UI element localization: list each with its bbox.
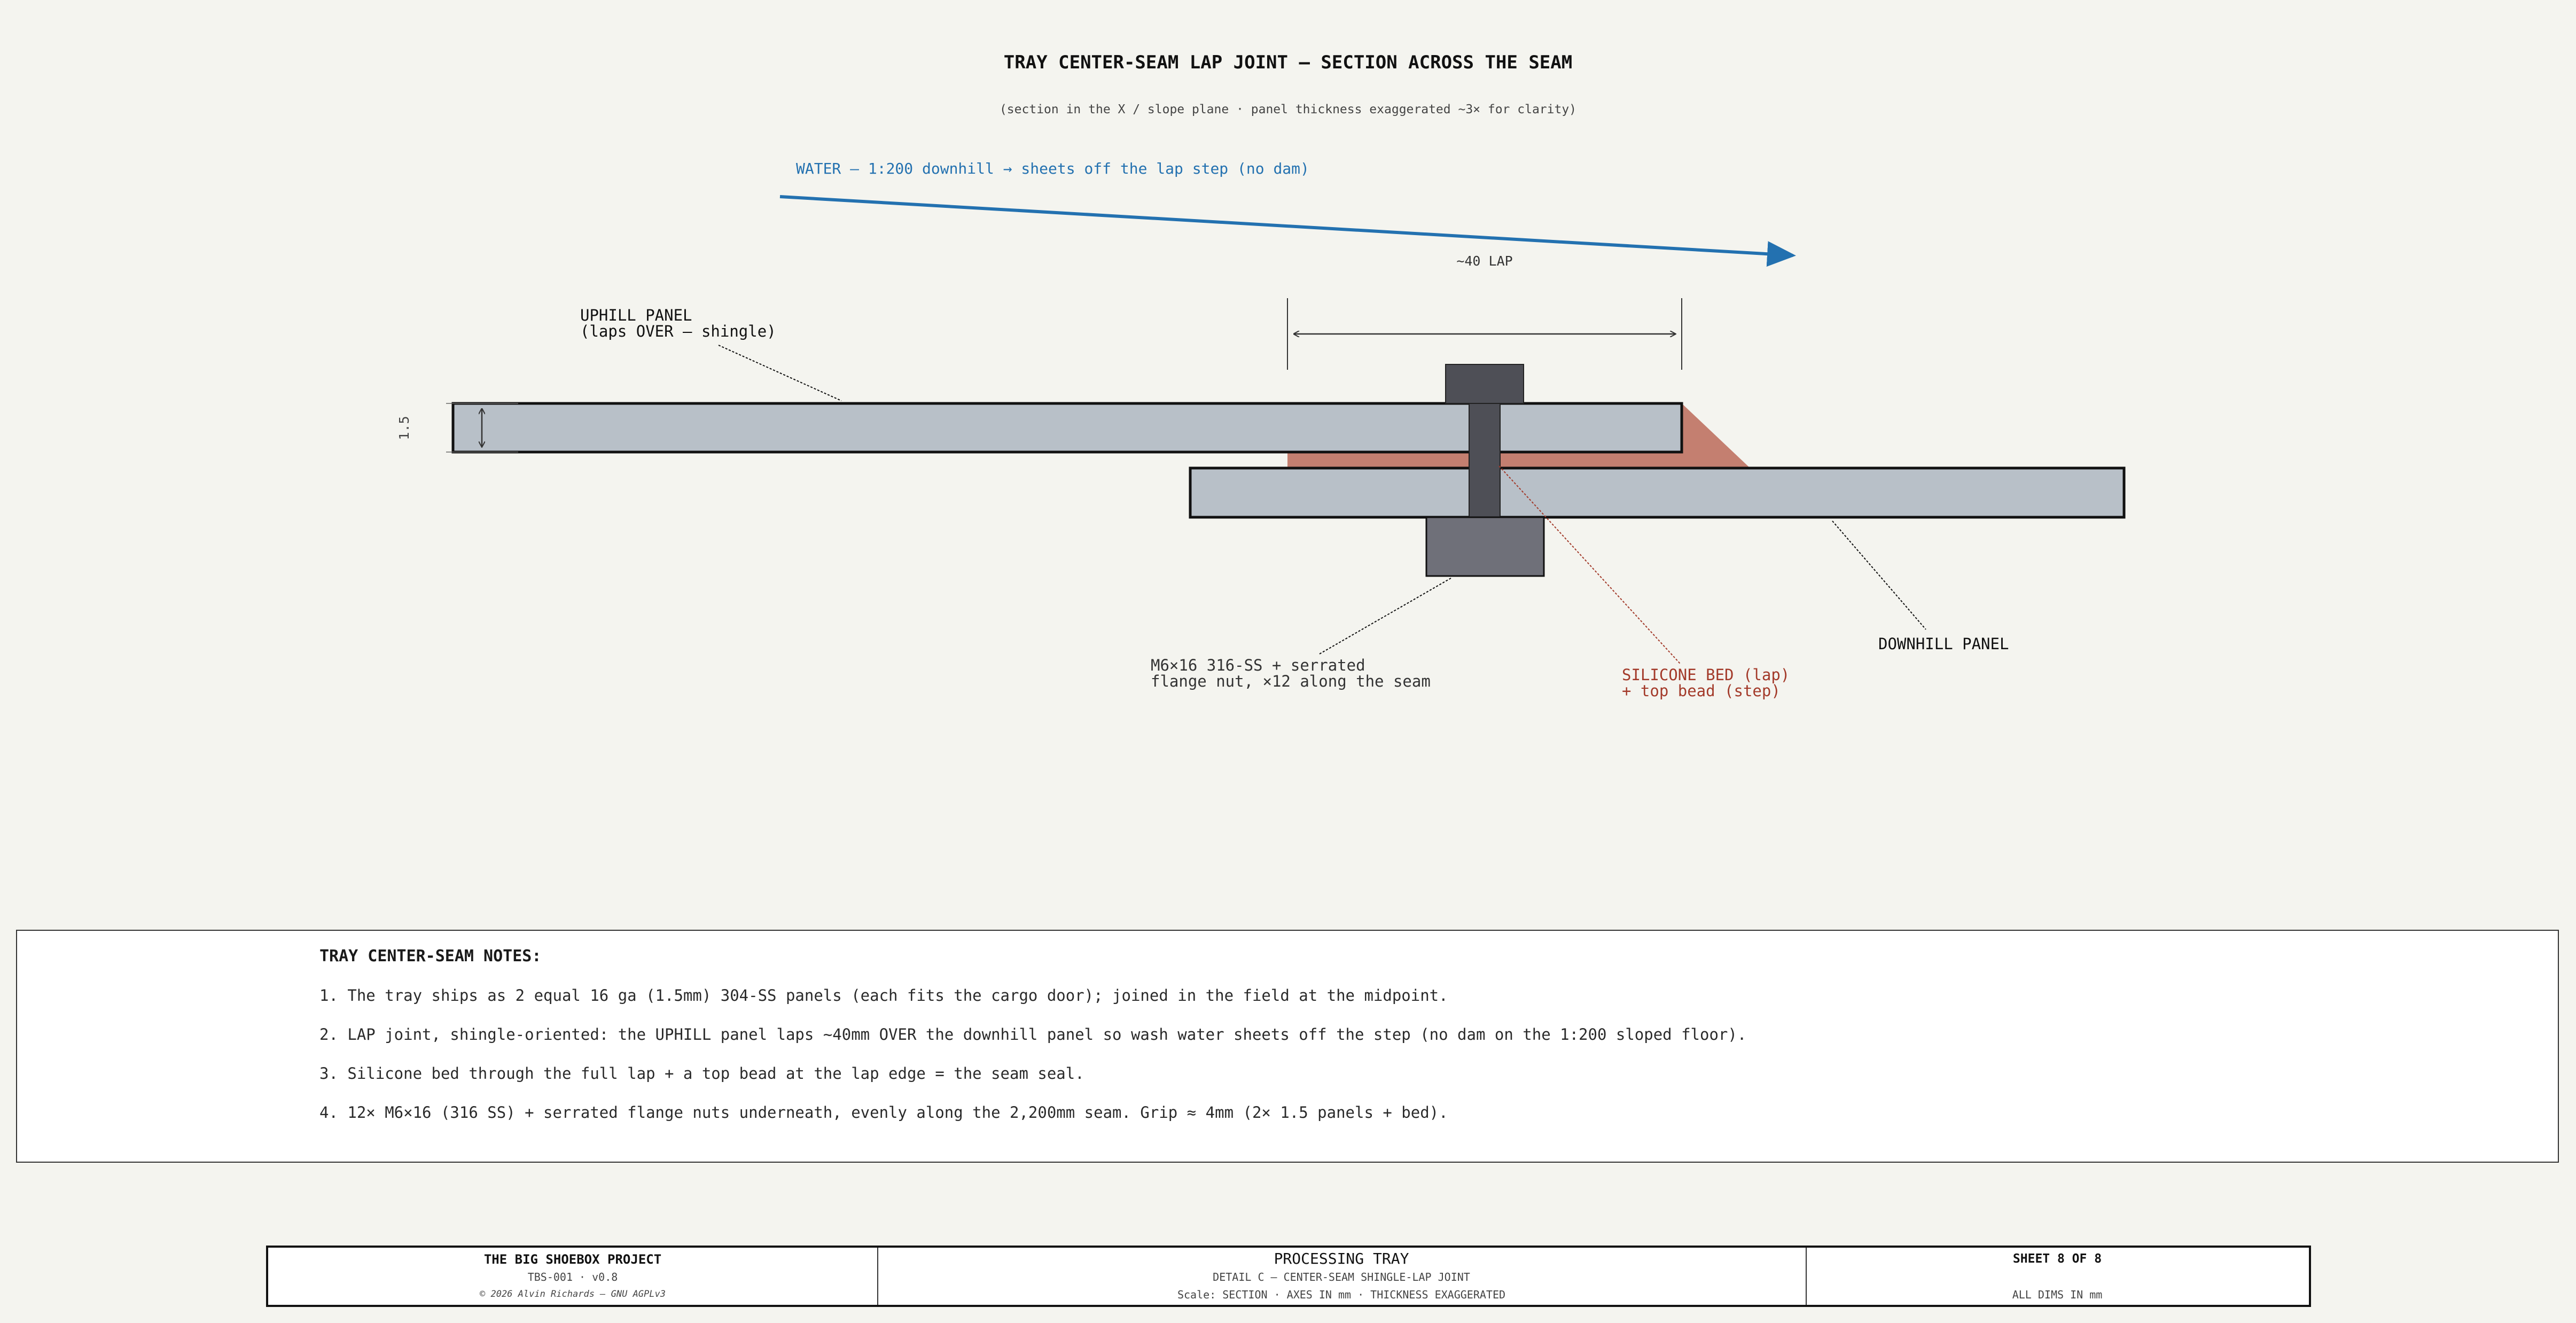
silicone-label-line-2: + top bead (step): [1622, 682, 1781, 700]
uphill-panel-label-line-1: UPHILL PANEL: [580, 306, 692, 324]
note-item: 2. LAP joint, shingle-oriented: the UPHI…: [319, 1025, 1747, 1044]
seam-section-diagram: TRAY CENTER-SEAM LAP JOINT — SECTION ACR…: [396, 52, 2126, 700]
notes-title: TRAY CENTER-SEAM NOTES:: [319, 947, 542, 966]
diagram-title: TRAY CENTER-SEAM LAP JOINT — SECTION ACR…: [1004, 52, 1572, 73]
bolt-head: [1445, 364, 1524, 404]
doc-id: TBS-001 · v0.8: [527, 1271, 618, 1283]
downhill-panel: [1189, 466, 2126, 519]
title-block-drawing-cell: PROCESSING TRAY DETAIL C — CENTER-SEAM S…: [877, 1248, 1807, 1305]
scale-label: Scale: SECTION · AXES IN mm · THICKNESS …: [1177, 1288, 1506, 1301]
uphill-panel-leader: [718, 345, 842, 401]
thickness-dimension-label: 1.5: [396, 416, 412, 440]
uphill-panel-label-line-2: (laps OVER — shingle): [580, 322, 776, 340]
drawing-title: PROCESSING TRAY: [1274, 1250, 1409, 1267]
fastener-label-line-2: flange nut, ×12 along the seam: [1151, 672, 1431, 690]
note-item: 3. Silicone bed through the full lap + a…: [319, 1064, 1084, 1083]
title-block-project-cell: THE BIG SHOEBOX PROJECT TBS-001 · v0.8 ©…: [268, 1248, 878, 1305]
silicone-bed: [1287, 403, 1750, 468]
fastener-label: M6×16 316-SS + serrated flange nut, ×12 …: [1151, 656, 1431, 690]
project-name: THE BIG SHOEBOX PROJECT: [483, 1252, 662, 1267]
note-item: 1. The tray ships as 2 equal 16 ga (1.5m…: [319, 986, 1448, 1005]
detail-label: DETAIL C — CENTER-SEAM SHINGLE-LAP JOINT: [1213, 1271, 1470, 1283]
flange-nut: [1425, 516, 1545, 577]
fastener-leader: [1318, 578, 1451, 655]
water-label: WATER — 1:200 downhill → sheets off the …: [796, 160, 1309, 177]
title-block: THE BIG SHOEBOX PROJECT TBS-001 · v0.8 ©…: [266, 1246, 2311, 1307]
copyright: © 2026 Alvin Richards — GNU AGPLv3: [480, 1289, 666, 1299]
water-flow-arrow: [779, 195, 1796, 267]
lap-dimension-label: ~40 LAP: [1456, 253, 1512, 269]
units-label: ALL DIMS IN mm: [2012, 1288, 2103, 1301]
diagram-subtitle: (section in the X / slope plane · panel …: [1000, 103, 1576, 116]
silicone-label: SILICONE BED (lap) + top bead (step): [1622, 666, 1799, 700]
fastener-label-line-1: M6×16 316-SS + serrated: [1151, 656, 1365, 674]
uphill-panel-label: UPHILL PANEL (laps OVER — shingle): [580, 306, 776, 340]
bolt-shank: [1469, 403, 1501, 518]
sheet-number: SHEET 8 OF 8: [2012, 1252, 2102, 1266]
note-item: 4. 12× M6×16 (316 SS) + serrated flange …: [319, 1103, 1448, 1122]
title-block-sheet-cell: SHEET 8 OF 8 ALL DIMS IN mm: [1806, 1248, 2309, 1305]
notes-box: TRAY CENTER-SEAM NOTES: 1. The tray ship…: [16, 930, 2559, 1163]
downhill-panel-label: DOWNHILL PANEL: [1878, 635, 2009, 653]
silicone-label-line-1: SILICONE BED (lap): [1622, 666, 1790, 684]
downhill-panel-leader: [1832, 520, 1926, 630]
